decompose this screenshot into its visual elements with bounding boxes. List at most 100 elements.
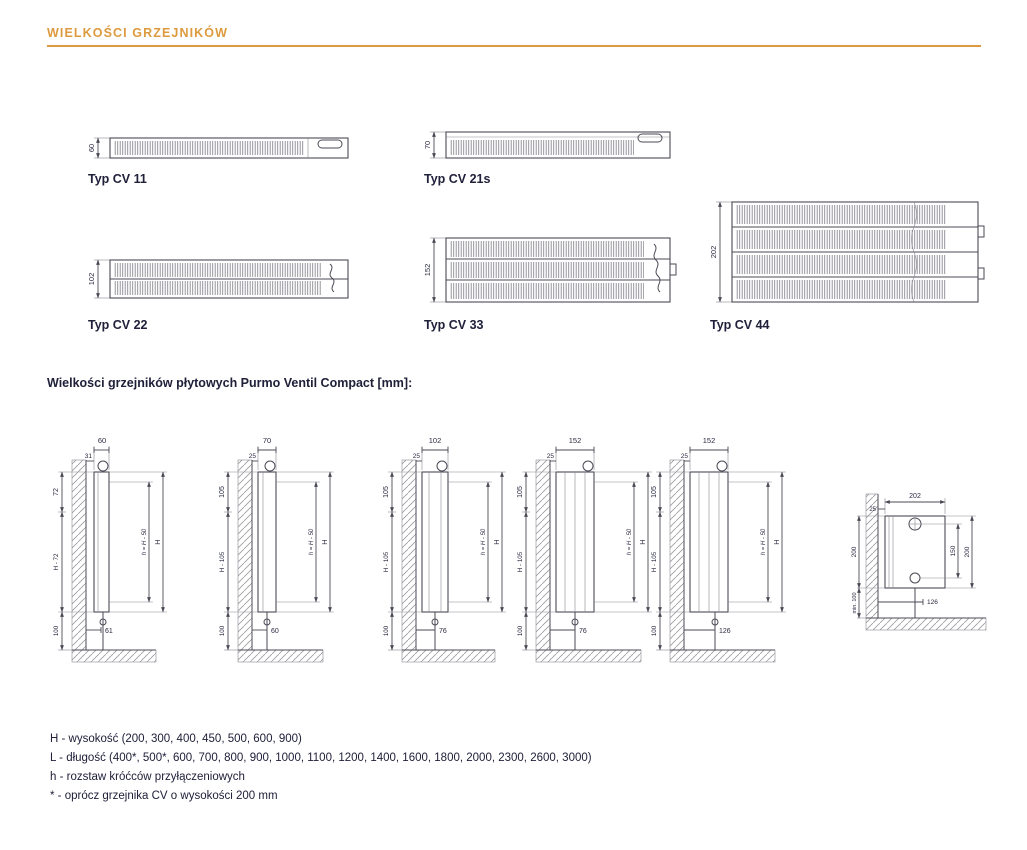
legend-pipe-spacing: h - rozstaw króćców przyłączeniowych [50, 771, 245, 783]
cv44-depth-dim: 202 [709, 246, 718, 259]
dim-wall-gap: 25 [249, 453, 257, 460]
dim-bottom-clearance: 100 [219, 625, 226, 636]
dim-right-height: 200 [964, 546, 971, 557]
radiator-profile [257, 471, 277, 613]
dim-depth: 70 [263, 436, 271, 445]
dim-top-offset: 105 [219, 486, 226, 498]
wall-hatch [401, 459, 417, 651]
dim-pipe-spacing: h = H - 50 [142, 528, 148, 555]
wall-hatch [237, 459, 253, 651]
cv11-depth-dim: 60 [87, 144, 96, 152]
dim-height: H [492, 539, 501, 544]
dim-bottom-clearance: 100 [651, 625, 658, 636]
dim-bottom-width: 76 [439, 628, 447, 635]
dim-depth: 202 [909, 493, 921, 500]
dim-wall-gap: 25 [681, 453, 689, 460]
floor-hatch [865, 617, 987, 631]
convector-fins [450, 241, 644, 257]
bracket-tab [977, 267, 985, 280]
dim-wall-gap: 25 [547, 453, 555, 460]
convector-fins [736, 280, 946, 299]
legend-length: L - długość (400*, 500*, 600, 700, 800, … [50, 752, 592, 764]
dim-depth: 60 [98, 436, 106, 445]
valve-icon [582, 460, 594, 472]
cv33-cross-section: 152 [423, 237, 677, 303]
dim-pipe-spacing: h = H - 50 [761, 528, 767, 555]
dim-bottom-width: 61 [105, 628, 113, 635]
valve-icon [436, 460, 448, 472]
convector-fins [114, 141, 304, 155]
convector-fins [736, 205, 946, 224]
floor-hatch [237, 649, 324, 663]
dim-depth: 152 [703, 436, 716, 445]
dim-height: H [320, 539, 329, 544]
convector-fins [114, 281, 322, 295]
legend-height: H - wysokość (200, 300, 400, 450, 500, 6… [50, 733, 302, 745]
cv22-cross-section: 102 [87, 259, 349, 299]
wall-hatch [535, 459, 551, 651]
valve-housing [317, 139, 343, 149]
page-title: WIELKOŚCI GRZEJNIKÓW [47, 26, 229, 40]
dim-height: H [153, 539, 162, 544]
cv33-depth-dim: 152 [423, 264, 432, 277]
valve-icon [97, 460, 109, 472]
dim-wall-gap: 31 [85, 453, 93, 460]
dim-mid-height: H - 105 [651, 551, 658, 572]
section-break-line [911, 201, 917, 303]
floor-hatch [669, 649, 776, 663]
dim-pipe-spacing: h = H - 50 [627, 528, 633, 555]
dim-height: H [638, 539, 647, 544]
bracket-tab [669, 263, 677, 276]
dim-top-offset: 105 [517, 486, 524, 498]
dim-top-offset: 105 [651, 486, 658, 498]
dim-left-height: 200 [851, 546, 858, 557]
dim-bottom-width: 126 [927, 599, 938, 606]
convector-fins [736, 230, 946, 249]
floor-hatch [401, 649, 496, 663]
valve-icon [264, 460, 276, 472]
side-view-cv11: 60 31 72 H - 72 100 h = H - 50 H 61 [53, 436, 167, 663]
dim-depth: 152 [569, 436, 582, 445]
radiator-profile [93, 471, 110, 613]
pipe-bend [653, 243, 661, 293]
valve-housing [637, 133, 663, 143]
cv22-label: Typ CV 22 [88, 318, 148, 332]
dim-depth: 102 [429, 436, 442, 445]
cv21s-label: Typ CV 21s [424, 172, 491, 186]
section-heading: Wielkości grzejników płytowych Purmo Ven… [47, 376, 413, 390]
side-view-cv22: 102 25 105 H - 105 100 h = H - 50 H 76 [383, 436, 506, 663]
dim-mid-height: H - 105 [517, 551, 524, 572]
dim-mid-height: H - 105 [383, 551, 390, 572]
cv11-cross-section: 60 [87, 137, 349, 159]
pipe-connection-icon [99, 618, 107, 626]
dim-floor-clearance: min. 100 [852, 592, 858, 613]
header-rule [47, 45, 981, 47]
valve-icon [716, 460, 728, 472]
dim-bottom-clearance: 100 [383, 625, 390, 636]
side-view-cv33: 152 25 105 H - 105 100 h = H - 50 H 76 [517, 436, 652, 663]
dim-pipe-spacing: h = H - 50 [309, 528, 315, 555]
cv21s-cross-section: 70 [423, 131, 671, 159]
dim-bottom-width: 76 [579, 628, 587, 635]
dim-height: H [772, 539, 781, 544]
legend-footnote: * - oprócz grzejnika CV o wysokości 200 … [50, 790, 278, 802]
dim-bottom-width: 126 [719, 628, 731, 635]
legend: H - wysokość (200, 300, 400, 450, 500, 6… [50, 730, 592, 806]
dim-bottom-clearance: 100 [517, 625, 524, 636]
dim-wall-gap: 25 [413, 453, 421, 460]
dim-bottom-width: 60 [271, 628, 279, 635]
cv22-depth-dim: 102 [87, 273, 96, 286]
floor-hatch [535, 649, 642, 663]
dim-top-offset: 105 [383, 486, 390, 498]
pipe-connection-icon [263, 618, 271, 626]
side-view-cv44: 152 25 105 H - 105 100 h = H - 50 H 126 [651, 436, 786, 663]
radiator-profile [421, 471, 449, 613]
convector-fins [736, 255, 946, 274]
cv44-cross-section: 202 [709, 201, 985, 303]
cv33-label: Typ CV 33 [424, 318, 484, 332]
dim-wall-gap: 25 [869, 507, 876, 513]
convector-fins [450, 262, 644, 278]
dim-inner-height: 150 [950, 545, 957, 556]
dim-top-offset: 72 [53, 488, 60, 496]
